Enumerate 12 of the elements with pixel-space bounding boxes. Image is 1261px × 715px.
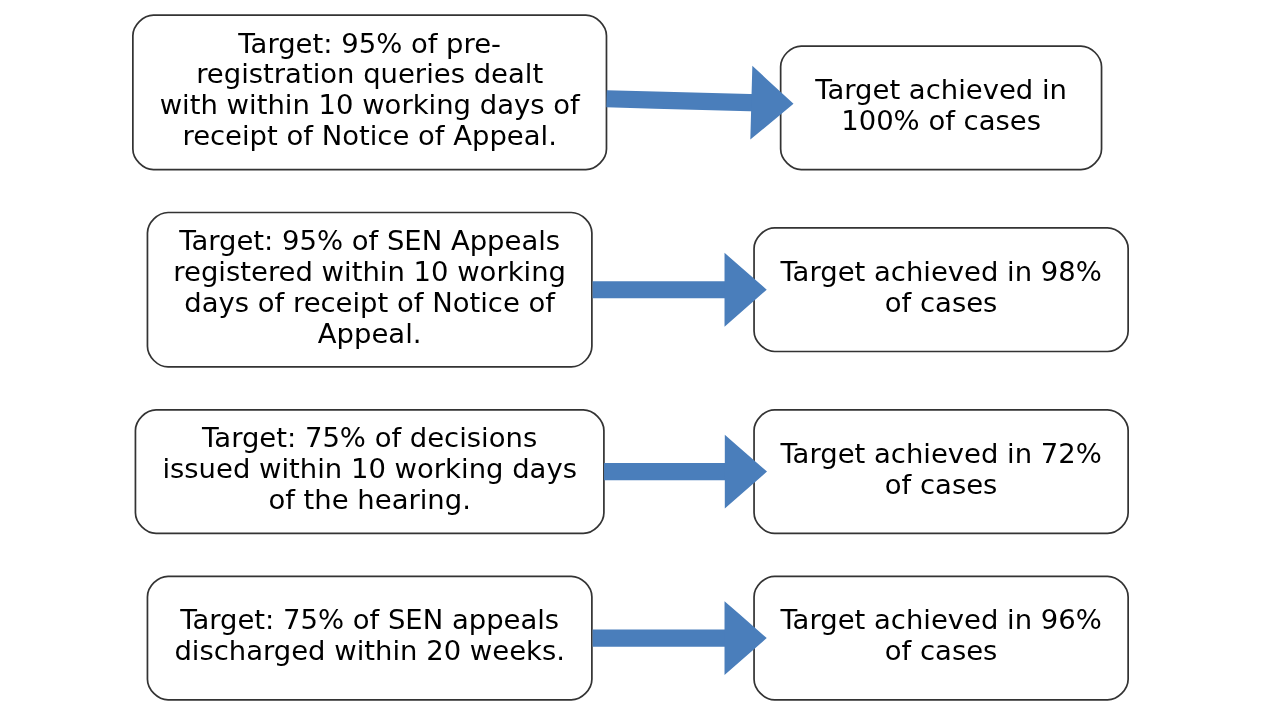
arrow xyxy=(592,252,767,327)
node-box: Target achieved in 72% of cases xyxy=(753,408,1129,535)
arrow xyxy=(604,434,767,509)
node-box: Target: 75% of SEN appeals discharged within 20 weeks. xyxy=(146,575,593,701)
arrow xyxy=(606,65,794,140)
node-box: Target: 95% of SEN Appeals registered within 10 working days of receipt of Notice of Appeal. xyxy=(146,211,593,368)
node-box: Target achieved in 96% of cases xyxy=(753,575,1129,701)
arrow xyxy=(592,601,767,675)
node-box: Target achieved in 100% of cases xyxy=(779,45,1103,171)
node-box: Target: 95% of pre-registration queries dealt with within 10 working days of receipt of Notice of Appeal. xyxy=(132,14,608,171)
node-box: Target: 75% of decisions issued within 10 working days of the hearing. xyxy=(134,408,605,535)
node-box: Target achieved in 98% of cases xyxy=(753,227,1129,353)
